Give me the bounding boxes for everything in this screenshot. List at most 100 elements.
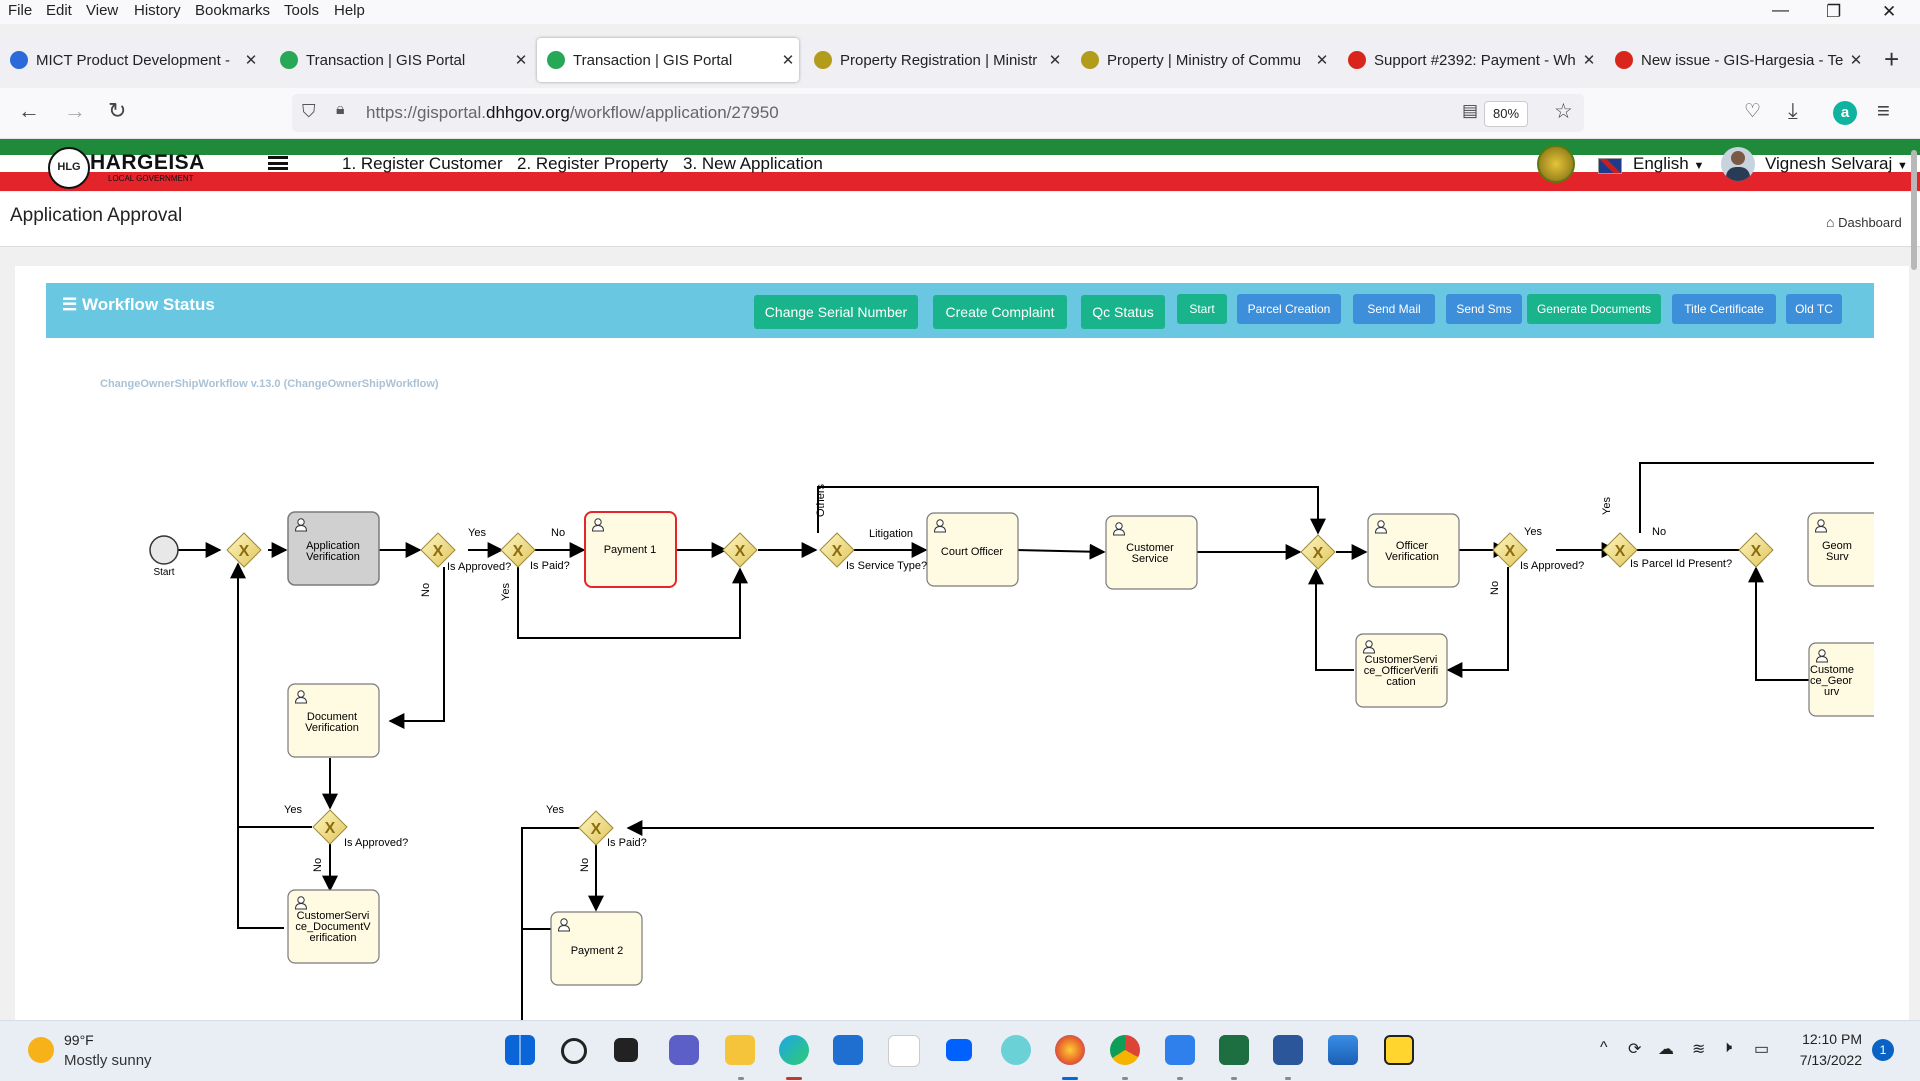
breadcrumb-dashboard[interactable]: Dashboard [1838,215,1902,230]
dropbox-icon[interactable] [946,1039,972,1061]
close-tab-icon[interactable]: ✕ [1582,52,1596,69]
tab-support-2392[interactable]: Support #2392: Payment - Wh ✕ [1338,40,1600,80]
gateway-1[interactable]: X [226,532,262,568]
generate-documents-button[interactable]: Generate Documents [1527,294,1661,324]
onedrive-icon[interactable]: ☁ [1658,1041,1674,1058]
user-menu[interactable]: Vignesh Selvaraj ▼ [1765,154,1908,174]
tab-new-issue[interactable]: New issue - GIS-Hargesia - Te ✕ [1605,40,1867,80]
send-mail-button[interactable]: Send Mail [1353,294,1435,324]
extension-icon[interactable]: a [1833,101,1857,125]
parcel-creation-button[interactable]: Parcel Creation [1237,294,1341,324]
sync-icon[interactable]: ⟳ [1628,1041,1642,1058]
photos-icon[interactable] [1328,1035,1358,1065]
menu-bookmarks[interactable]: Bookmarks [195,2,271,19]
search-icon[interactable] [561,1038,587,1064]
firefox-icon[interactable] [1055,1035,1085,1065]
gateway-is-approved-1[interactable]: X [420,532,456,568]
breadcrumb[interactable]: ⌂ Dashboard [1826,214,1902,230]
close-tab-icon[interactable]: ✕ [244,52,258,69]
clock-time[interactable]: 12:10 PM [1802,1031,1862,1047]
edge-icon[interactable] [779,1035,809,1065]
tab-property-registration[interactable]: Property Registration | Ministr ✕ [804,40,1066,80]
teams-chat-icon[interactable] [669,1035,699,1065]
volume-icon[interactable]: 🕨︎ [1722,1039,1733,1056]
gateway-payment-merge[interactable]: X [722,532,758,568]
close-tab-icon[interactable]: ✕ [514,52,528,69]
menu-edit[interactable]: Edit [46,2,72,19]
sidebar-toggle-icon[interactable] [268,156,288,170]
change-serial-number-button[interactable]: Change Serial Number [754,295,918,329]
show-hidden-icons-icon[interactable]: ^ [1600,1039,1608,1056]
clock-date[interactable]: 7/13/2022 [1799,1052,1862,1068]
close-tab-icon[interactable]: ✕ [1048,52,1062,69]
close-tab-icon[interactable]: ✕ [781,52,795,69]
nav-new-application[interactable]: 3. New Application [683,154,823,173]
microsoft-store-icon[interactable] [833,1035,863,1065]
start-event[interactable] [149,535,179,565]
weather-temperature[interactable]: 99°F [64,1032,94,1048]
restore-icon[interactable]: ❐ [1826,2,1842,21]
shield-icon[interactable]: ⛉ [302,101,316,121]
hamburger-menu-icon[interactable]: ≡ [1877,98,1890,123]
task-payment-2[interactable]: Payment 2 [550,911,643,986]
nav-register-property[interactable]: 2. Register Property [517,154,669,173]
address-bar[interactable]: ⛉ 🔒︎ https://gisportal.dhhgov.org/workfl… [292,94,1584,132]
gateway-merge-2[interactable]: X [1300,534,1336,570]
notification-badge[interactable]: 1 [1872,1039,1894,1061]
battery-icon[interactable]: ▭ [1754,1041,1770,1058]
menu-history[interactable]: History [134,2,181,19]
create-complaint-button[interactable]: Create Complaint [933,295,1067,329]
gateway-is-service-type[interactable]: X [819,532,855,568]
start-button[interactable]: Start [1177,294,1227,324]
task-view-icon[interactable] [614,1038,638,1062]
workflow-diagram[interactable]: ChangeOwnerShipWorkflow v.13.0 (ChangeOw… [46,339,1874,1040]
file-explorer-icon[interactable] [725,1035,755,1065]
word-icon[interactable] [1273,1035,1303,1065]
tab-property-ministry[interactable]: Property | Ministry of Commu ✕ [1071,40,1333,80]
close-window-icon[interactable]: ✕ [1882,2,1897,21]
url-text[interactable]: https://gisportal.dhhgov.org/workflow/ap… [366,103,779,123]
back-icon[interactable]: ← [18,98,40,123]
menu-view[interactable]: View [86,2,119,19]
gateway-is-paid-2[interactable]: X [578,810,614,846]
user-avatar[interactable] [1721,147,1755,181]
gateway-is-approved-2[interactable]: X [1492,532,1528,568]
excel-icon[interactable] [1219,1035,1249,1065]
weather-description[interactable]: Mostly sunny [64,1052,152,1069]
gateway-is-approved-3[interactable]: X [312,809,348,845]
reader-view-icon[interactable]: ▤ [1462,101,1479,120]
tab-mict-product-development[interactable]: MICT Product Development - ✕ [0,40,262,80]
minimize-icon[interactable]: — [1772,0,1789,19]
amazon-icon[interactable] [888,1035,920,1067]
new-tab-icon[interactable]: + [1884,44,1900,74]
zoom-level-badge[interactable]: 80% [1484,101,1528,127]
bookmark-star-icon[interactable]: ☆ [1554,100,1573,123]
send-sms-button[interactable]: Send Sms [1446,294,1522,324]
menu-help[interactable]: Help [334,2,365,19]
downloads-icon[interactable]: ⤓ [1788,98,1798,123]
close-tab-icon[interactable]: ✕ [1849,52,1863,69]
task-court-officer[interactable]: Court Officer [926,512,1019,587]
pocket-icon[interactable]: ♡ [1744,101,1762,122]
forward-icon[interactable]: → [64,98,86,123]
menu-file[interactable]: File [8,2,33,19]
gateway-merge-3[interactable]: X [1738,532,1774,568]
mail-app-icon[interactable] [1001,1035,1031,1065]
close-tab-icon[interactable]: ✕ [1315,52,1329,69]
windows-start-icon[interactable] [505,1035,535,1065]
lock-icon[interactable]: 🔒︎ [336,101,345,118]
reload-icon[interactable]: ↻ [108,98,127,123]
qc-status-button[interactable]: Qc Status [1081,295,1165,329]
title-certificate-button[interactable]: Title Certificate [1672,294,1776,324]
old-tc-button[interactable]: Old TC [1786,294,1842,324]
wifi-icon[interactable]: ≋ [1692,1041,1706,1058]
notepad-icon[interactable] [1165,1035,1195,1065]
language-selector[interactable]: English ▼ [1633,154,1704,174]
